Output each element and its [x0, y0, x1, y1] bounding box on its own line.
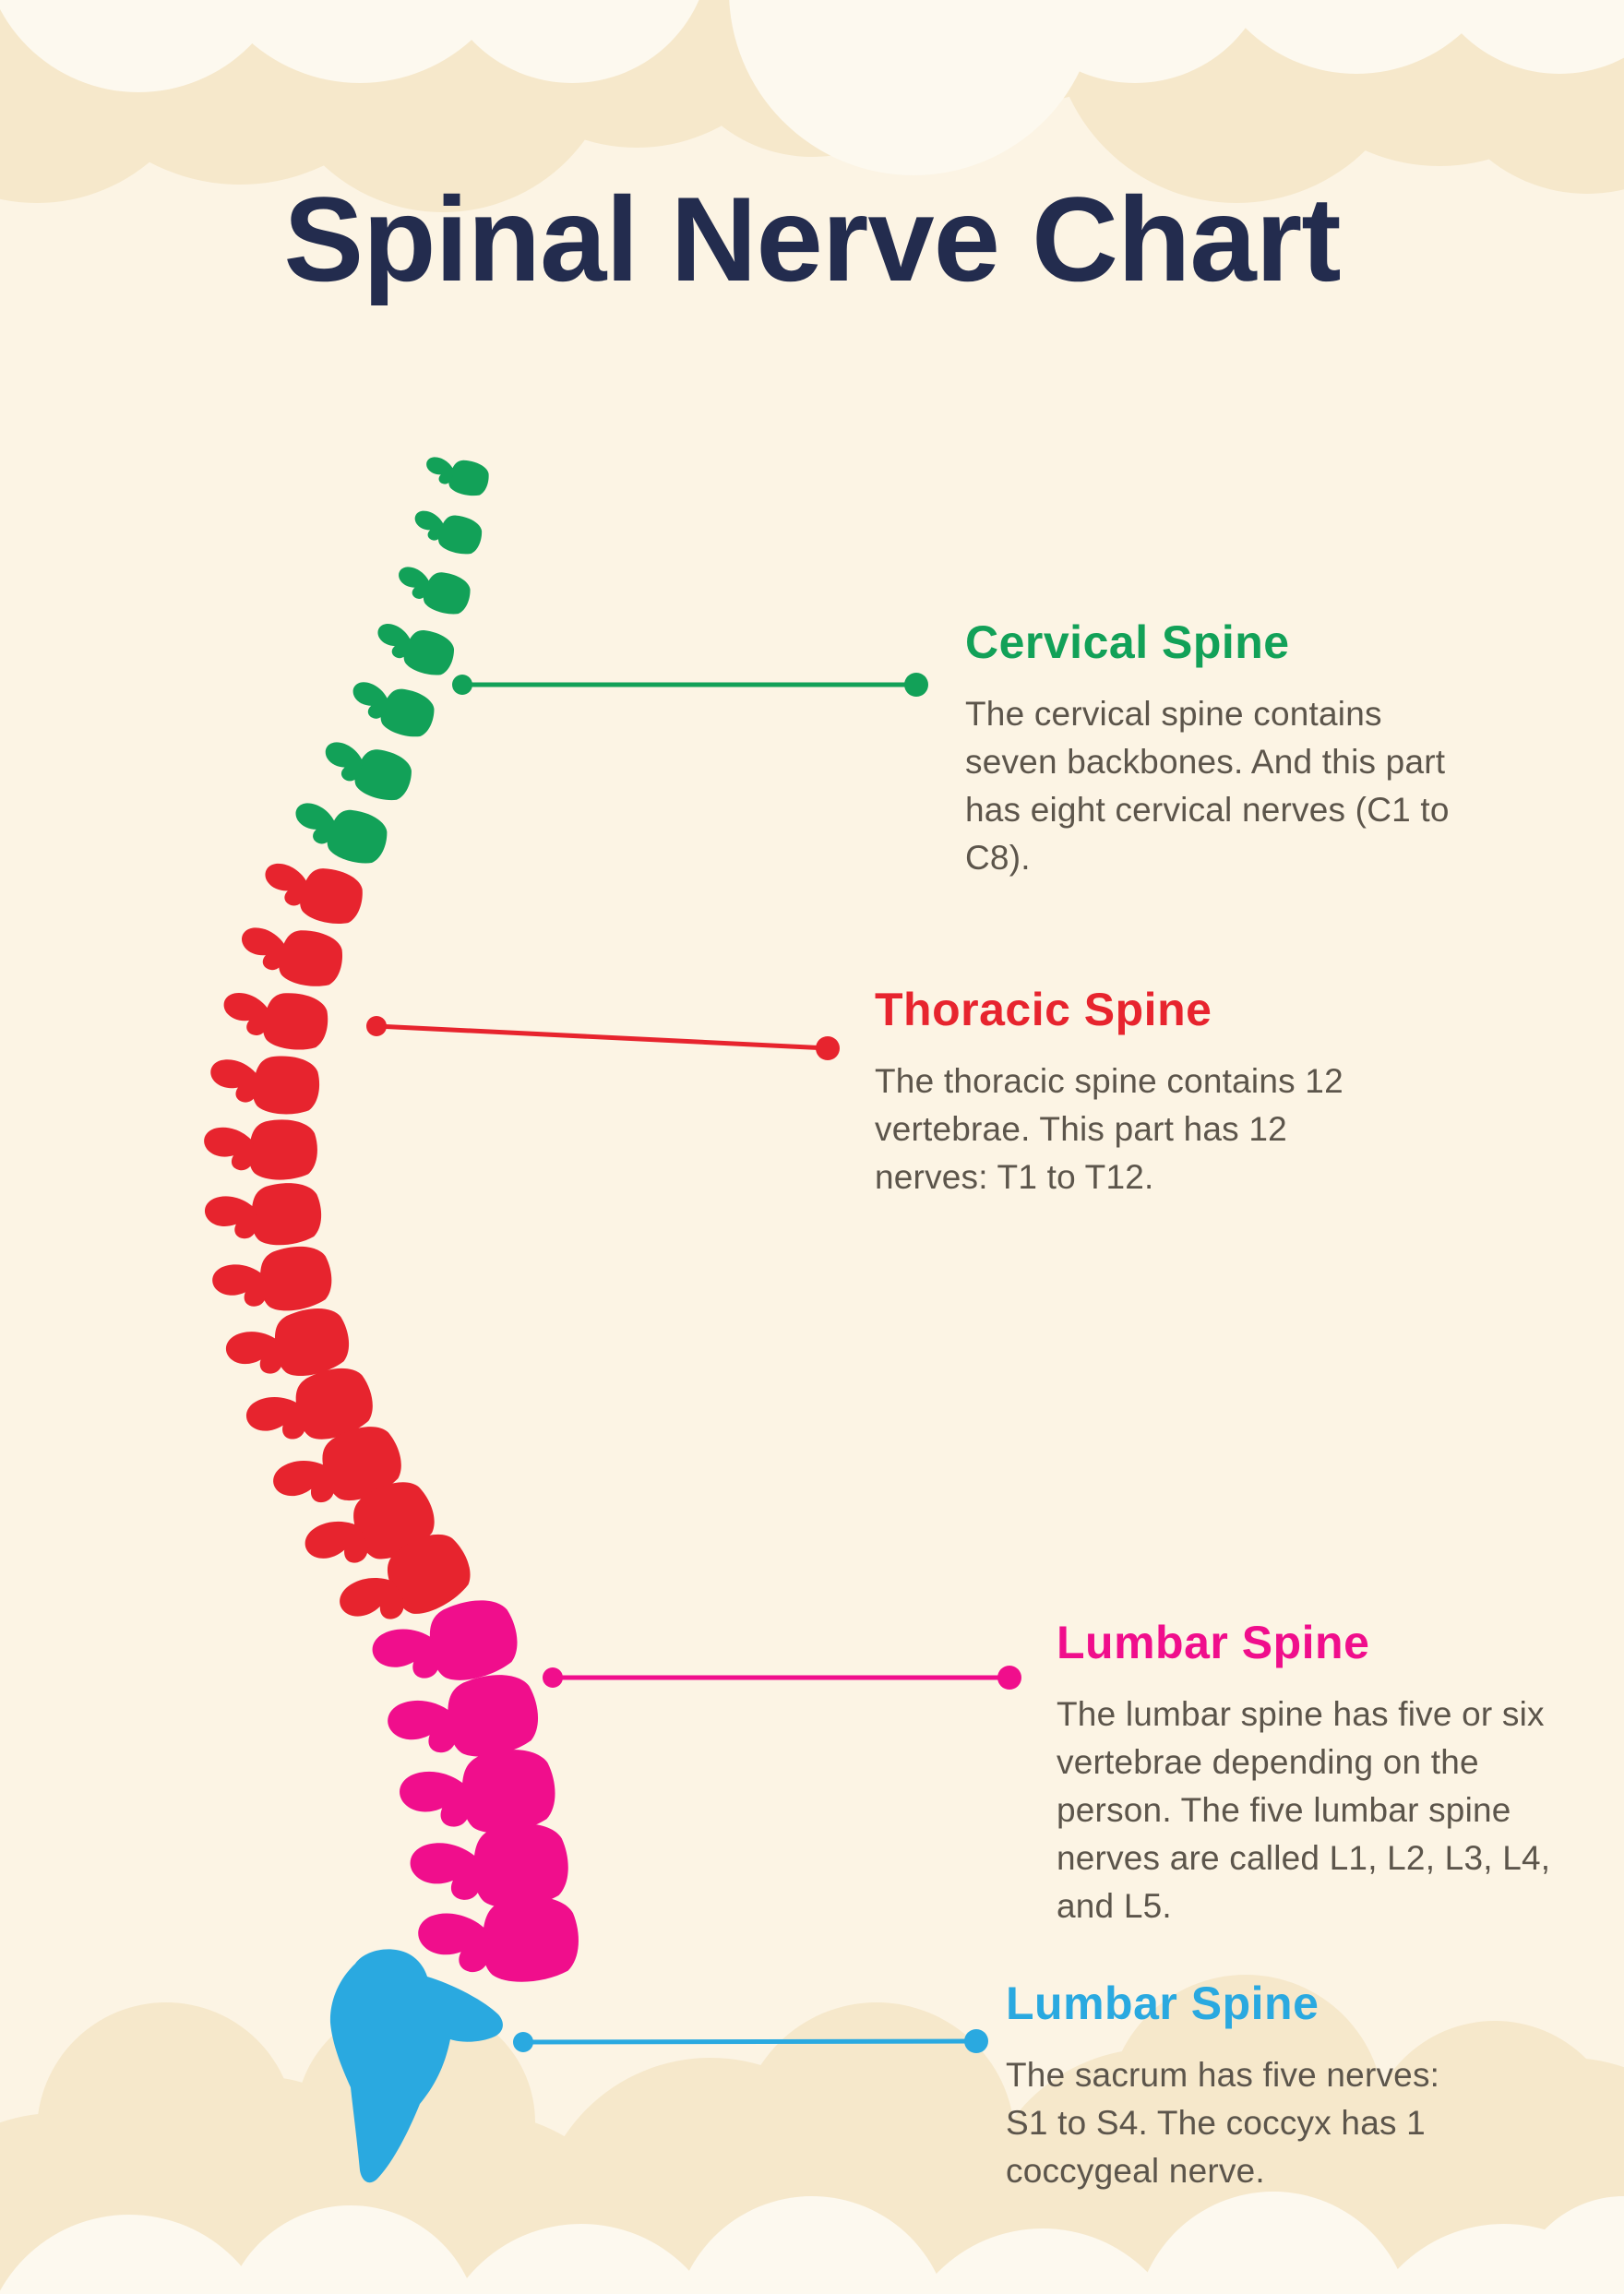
- sacral-leader-line: [513, 2029, 988, 2053]
- vertebra: [286, 793, 393, 870]
- vertebra: [257, 854, 368, 930]
- lumbar-leader-line: [543, 1666, 1021, 1690]
- section-lumbar: Lumbar Spine The lumbar spine has five o…: [1057, 1615, 1571, 1930]
- section-cervical-heading: Cervical Spine: [965, 616, 1290, 668]
- thoracic-vertebrae: [202, 854, 482, 1649]
- vertebra: [408, 504, 486, 559]
- section-thoracic-description: The thoracic spine contains 12 vertebrae…: [875, 1062, 1343, 1196]
- leader-dot: [366, 1016, 387, 1036]
- vertebra: [234, 917, 347, 992]
- vertebra: [421, 450, 493, 500]
- leader-dot: [997, 1666, 1021, 1690]
- section-cervical: Cervical Spine The cervical spine contai…: [965, 615, 1463, 882]
- leader-dot: [964, 2029, 988, 2053]
- section-sacral-heading: Lumbar Spine: [1006, 1977, 1320, 2029]
- vertebra: [344, 673, 440, 743]
- vertebra: [202, 1179, 324, 1252]
- vertebra: [204, 1119, 317, 1180]
- vertebra: [208, 1050, 322, 1117]
- section-thoracic: Thoracic Spine The thoracic spine contai…: [875, 982, 1366, 1201]
- vertebra: [391, 559, 475, 619]
- vertebra: [416, 1893, 581, 1989]
- cloud-top-light-puffs: [0, 0, 1624, 175]
- cloud-bottom-light-puffs: [0, 2192, 1624, 2294]
- section-thoracic-heading: Thoracic Spine: [875, 984, 1212, 1035]
- cervical-vertebrae: [286, 450, 493, 870]
- leader-dot: [543, 1667, 563, 1688]
- section-sacral: Lumbar Spine The sacrum has five nerves:…: [1006, 1976, 1487, 2195]
- leader-dot: [904, 673, 928, 697]
- leader-dot: [452, 675, 472, 695]
- cloud-decoration-top: [0, 0, 1624, 212]
- vertebra: [369, 615, 460, 681]
- cloud-decoration-bottom: [0, 1975, 1624, 2294]
- leader-dot: [513, 2032, 533, 2052]
- cervical-leader-line: [452, 673, 928, 697]
- leader-dot: [816, 1036, 840, 1060]
- section-cervical-description: The cervical spine contains seven backbo…: [965, 695, 1450, 877]
- page-title: Spinal Nerve Chart: [283, 172, 1341, 306]
- section-sacral-description: The sacrum has five nerves: S1 to S4. Th…: [1006, 2056, 1440, 2190]
- vertebra: [316, 733, 417, 806]
- vertebra: [219, 984, 331, 1055]
- section-lumbar-description: The lumbar spine has five or six vertebr…: [1057, 1695, 1551, 1925]
- lumbar-vertebrae: [365, 1592, 581, 1989]
- section-lumbar-heading: Lumbar Spine: [1057, 1617, 1370, 1668]
- sacrum-coccyx-shape: [329, 1949, 503, 2183]
- thoracic-leader-line: [366, 1016, 840, 1060]
